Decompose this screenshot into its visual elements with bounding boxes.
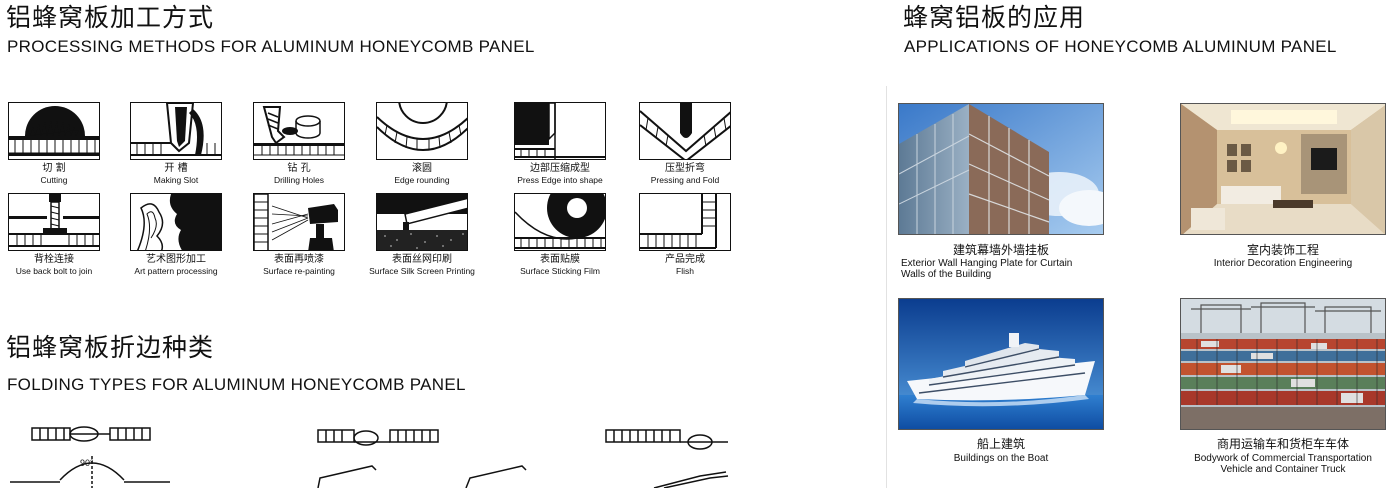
app-label-cn: 商用运输车和货柜车车体 bbox=[1216, 437, 1349, 451]
applications-title-en: APPLICATIONS OF HONEYCOMB ALUMINUM PANEL bbox=[904, 37, 1337, 56]
fold-type-2-diagram bbox=[317, 429, 527, 488]
fold-press-icon bbox=[639, 102, 731, 160]
app-label-en-line2: Walls of the Building bbox=[901, 269, 992, 280]
process-drilling: 钻 孔 Drilling Holes bbox=[239, 102, 359, 185]
process-re-painting: 表面再喷漆 Surface re-painting bbox=[239, 193, 359, 276]
app-label-cn: 船上建筑 bbox=[976, 437, 1025, 451]
film-roll-icon bbox=[514, 193, 606, 251]
interior-room-photo bbox=[1180, 103, 1386, 235]
process-label-cn: 背栓连接 bbox=[34, 254, 74, 265]
process-label-cn: 艺术图形加工 bbox=[146, 254, 206, 265]
cruise-ship-photo bbox=[898, 298, 1104, 430]
process-label-en: Making Slot bbox=[153, 175, 199, 185]
process-press-edge: 边部压缩成型 Press Edge into shape bbox=[500, 102, 620, 185]
app-label-en-line1: Exterior Wall Hanging Plate for Curtain bbox=[901, 258, 1073, 269]
process-pressing-fold: 压型折弯 Pressing and Fold bbox=[625, 102, 745, 185]
process-label-en: Surface Sticking Film bbox=[520, 266, 600, 276]
roller-icon bbox=[376, 102, 468, 160]
folding-title-cn: 铝蜂窝板折边种类 bbox=[6, 333, 215, 362]
container-port-photo bbox=[1180, 298, 1386, 430]
process-silk-screen: 表面丝网印刷 Surface Silk Screen Printing bbox=[362, 193, 482, 276]
fold-angle-label: 90° bbox=[80, 458, 94, 468]
art-pattern-icon bbox=[130, 193, 222, 251]
process-label-cn: 压型折弯 bbox=[665, 163, 705, 174]
app-label-cn: 建筑幕墙外墙挂板 bbox=[952, 243, 1049, 257]
app-label-en-line2: Vehicle and Container Truck bbox=[1220, 464, 1346, 475]
fold-type-1-diagram bbox=[10, 426, 170, 488]
process-label-en: Flish bbox=[676, 266, 694, 276]
process-label-cn: 表面丝网印刷 bbox=[392, 254, 452, 265]
drill-icon bbox=[253, 102, 345, 160]
process-label-cn: 表面贴膜 bbox=[540, 254, 580, 265]
section-divider bbox=[886, 86, 887, 488]
processing-title-cn: 铝蜂窝板加工方式 bbox=[6, 3, 215, 32]
app-label-en-line1: Bodywork of Commercial Transportation bbox=[1194, 453, 1372, 464]
process-label-en: Surface Silk Screen Printing bbox=[369, 266, 475, 276]
process-label-en: Surface re-painting bbox=[263, 266, 335, 276]
process-label-cn: 边部压缩成型 bbox=[530, 163, 590, 174]
process-label-en: Press Edge into shape bbox=[517, 175, 603, 185]
process-label-en: Pressing and Fold bbox=[650, 175, 720, 185]
applications-title-cn: 蜂窝铝板的应用 bbox=[903, 3, 1086, 32]
process-label-en: Art pattern processing bbox=[134, 266, 218, 276]
app-label-en-line1: Buildings on the Boat bbox=[953, 453, 1049, 464]
press-edge-icon bbox=[514, 102, 606, 160]
processing-title-en: PROCESSING METHODS FOR ALUMINUM HONEYCOM… bbox=[7, 37, 535, 56]
folding-diagrams: 90° bbox=[10, 426, 729, 488]
building-facade-photo bbox=[898, 103, 1104, 235]
process-finished: 产品完成 Flish bbox=[625, 193, 745, 276]
process-label-en: Cutting bbox=[40, 175, 68, 185]
process-back-bolt: 背栓连接 Use back bolt to join bbox=[0, 193, 114, 276]
process-label-en: Edge rounding bbox=[394, 175, 450, 185]
process-edge-rounding: 滚圆 Edge rounding bbox=[362, 102, 482, 185]
process-cutting: 切 割 Cutting bbox=[0, 102, 114, 185]
process-art-pattern: 艺术图形加工 Art pattern processing bbox=[116, 193, 236, 276]
silk-screen-icon bbox=[376, 193, 468, 251]
app-label-en-line1: Interior Decoration Engineering bbox=[1213, 258, 1353, 269]
process-label-cn: 开 槽 bbox=[164, 163, 188, 174]
process-label-cn: 钻 孔 bbox=[287, 163, 311, 174]
spray-gun-icon bbox=[253, 193, 345, 251]
saw-blade-icon bbox=[8, 102, 100, 160]
process-label-cn: 产品完成 bbox=[665, 254, 705, 265]
process-label-cn: 滚圆 bbox=[412, 163, 432, 174]
fold-type-3-diagram bbox=[605, 429, 729, 488]
slot-cutter-icon bbox=[130, 102, 222, 160]
back-bolt-icon bbox=[8, 193, 100, 251]
process-label-cn: 表面再喷漆 bbox=[274, 254, 324, 265]
folding-title-en: FOLDING TYPES FOR ALUMINUM HONEYCOMB PAN… bbox=[7, 375, 466, 394]
finished-panel-icon bbox=[639, 193, 731, 251]
process-label-cn: 切 割 bbox=[42, 163, 66, 174]
process-label-en: Use back bolt to join bbox=[15, 266, 93, 276]
process-making-slot: 开 槽 Making Slot bbox=[116, 102, 236, 185]
app-label-cn: 室内装饰工程 bbox=[1246, 243, 1319, 257]
process-sticking-film: 表面贴膜 Surface Sticking Film bbox=[500, 193, 620, 276]
process-label-en: Drilling Holes bbox=[273, 175, 325, 185]
